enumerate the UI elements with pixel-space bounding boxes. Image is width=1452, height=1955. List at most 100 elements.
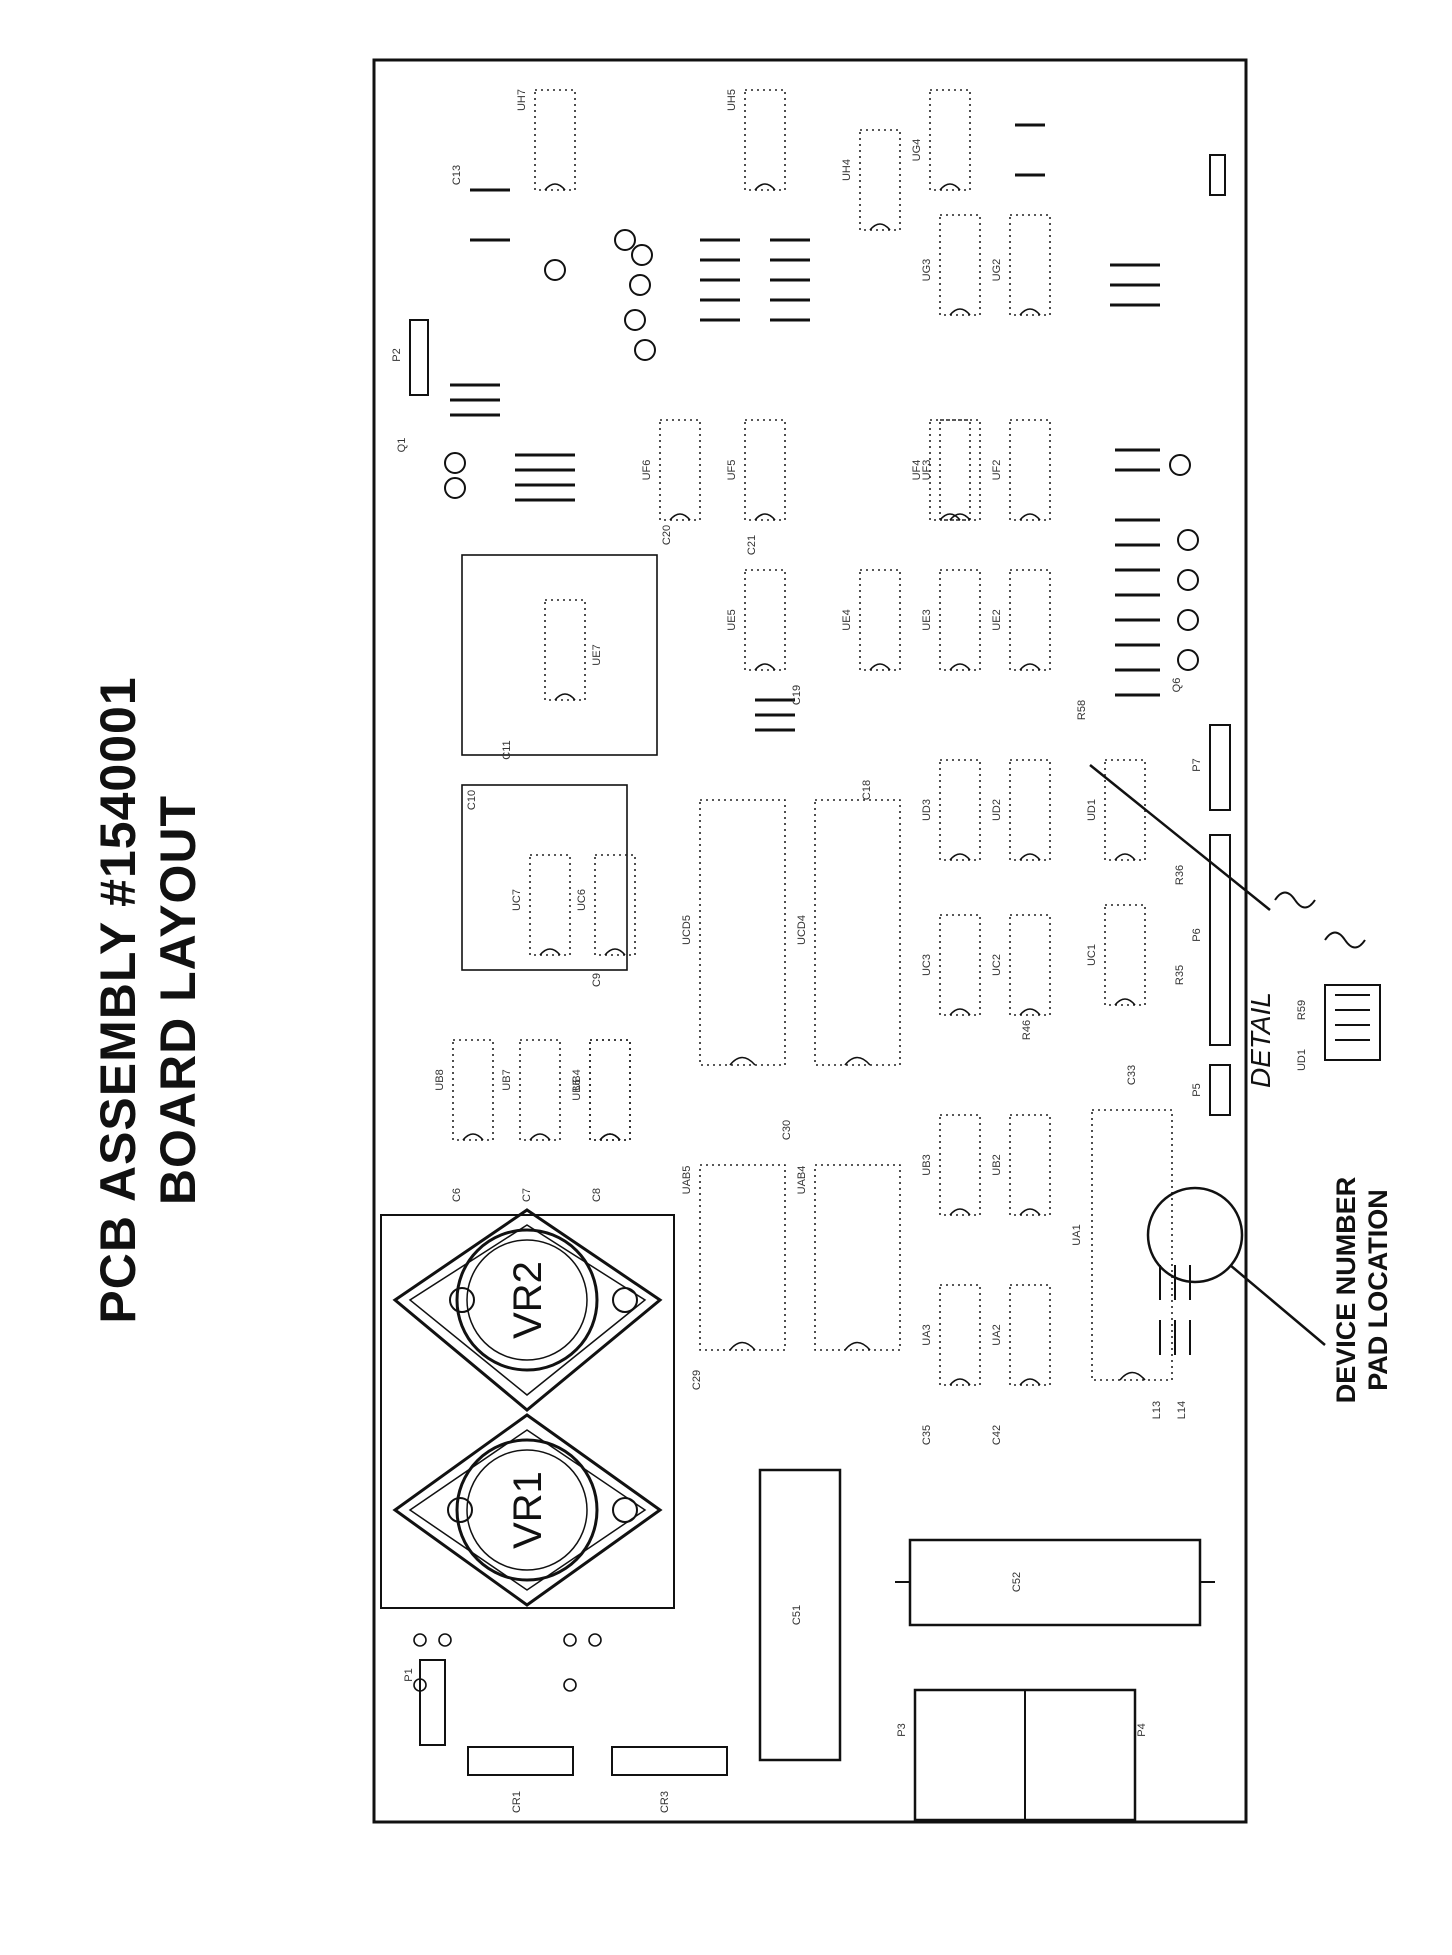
resistor-cluster-left [450,188,575,502]
ic-ub4: UB4 [571,1039,631,1141]
ic-uc1: UC1 [1086,904,1146,1006]
uh4-label: UH4 [841,159,853,181]
ic-ub3: UB3 [921,1114,981,1216]
ud2-label: UD2 [991,799,1003,821]
ud1-label: UD1 [1086,799,1098,821]
ic-ucd5: UCD5 [681,799,786,1066]
ic-ud3: UD3 [921,759,981,861]
resistor-cluster-mid [700,238,810,732]
ub2-label: UB2 [991,1154,1003,1175]
c29-label: C29 [691,1370,703,1390]
connector-p7: P7 [1191,724,1231,811]
ic-uf4: UF4 [911,419,971,521]
p2-label: P2 [391,348,403,361]
ic-ue7-region: UE7 C11 [461,554,658,760]
ic-ug3: UG3 [921,214,981,316]
r35-label: R35 [1174,965,1186,985]
device-pad-line2: PAD LOCATION [1363,1189,1393,1391]
ic-uf6: UF6 [641,419,701,521]
ic-uh4: UH4 [841,129,901,231]
uf6-label: UF6 [641,460,653,481]
r59-label: R59 [1296,1000,1308,1020]
transistor-row-right [1169,454,1199,671]
c19-label: C19 [791,685,803,705]
device-pad-line1: DEVICE NUMBER [1331,1177,1361,1404]
c7-label: C7 [521,1188,533,1202]
uf4-label: UF4 [911,460,923,481]
uc7-label: UC7 [511,889,523,911]
ic-uc2: UC2 [991,914,1051,1016]
uc3-label: UC3 [921,954,933,976]
ue7-label: UE7 [591,644,603,665]
c21-label: C21 [746,535,758,555]
regulator-vr1: VR1 [392,1413,663,1607]
c35-label: C35 [921,1425,933,1445]
ug3-label: UG3 [921,259,933,282]
c20-label: C20 [661,525,673,545]
ic-uf2: UF2 [991,419,1051,521]
q1-label: Q1 [396,438,408,453]
ucd5-label: UCD5 [681,915,693,945]
ic-ud1: UD1 [1086,759,1146,861]
p3-label: P3 [896,1723,908,1736]
uf3-label: UF3 [921,460,933,481]
device-pad-leader [1229,1264,1326,1346]
uf2-label: UF2 [991,460,1003,481]
ue2-label: UE2 [991,609,1003,630]
ug2-label: UG2 [991,259,1003,282]
connector-p6: P6 [1191,834,1231,1046]
r46-label: R46 [1021,1020,1033,1040]
ua3-label: UA3 [921,1324,933,1345]
c52-label: C52 [1011,1572,1023,1592]
inductor-strips [1159,1265,1191,1355]
cr1-label: CR1 [511,1791,523,1813]
uf5-label: UF5 [726,460,738,481]
detail-leader [1089,764,1271,911]
device-pad-callout: DEVICE NUMBER PAD LOCATION [1331,1177,1393,1404]
ua2-label: UA2 [991,1324,1003,1345]
uh5-label: UH5 [726,89,738,111]
uab4-label: UAB4 [796,1166,808,1195]
q6-label: Q6 [1171,678,1183,693]
ucd4-label: UCD4 [796,915,808,945]
uab5-label: UAB5 [681,1166,693,1195]
ic-ub7: UB7 [501,1039,561,1141]
connector-p5: P5 [1191,1064,1231,1116]
ic-ud2: UD2 [991,759,1051,861]
ic-uab4: UAB4 [796,1164,901,1351]
c51-label: C51 [791,1605,803,1625]
ud3-label: UD3 [921,799,933,821]
ic-uh5: UH5 [726,89,786,191]
p4-label: P4 [1136,1723,1148,1736]
device-pad-circle [1146,1186,1244,1284]
c18-label: C18 [861,780,873,800]
title-line1: PCB ASSEMBLY #1540001 [90,676,146,1323]
c10-label: C10 [466,790,478,810]
ub4-label: UB4 [571,1069,583,1090]
ic-uab5: UAB5 [681,1164,786,1351]
ic-ub2: UB2 [991,1114,1051,1216]
p7-label: P7 [1191,758,1203,771]
title-line2: BOARD LAYOUT [150,795,206,1205]
c6-label: C6 [451,1188,463,1202]
ic-ua2: UA2 [991,1284,1051,1386]
ub6-label: UB6 [571,1079,583,1100]
ue4-label: UE4 [841,609,853,630]
p5-label: P5 [1191,1083,1203,1096]
l13-label: L13 [1151,1401,1163,1419]
detail-label: DETAIL [1245,992,1276,1088]
ic-uf3: UF3 [921,419,981,521]
p6-label: P6 [1191,928,1203,941]
ue5-label: UE5 [726,609,738,630]
transistor-row-mid [444,229,656,499]
vr2-label: VR2 [506,1261,550,1339]
ic-uh7: UH7 [516,89,576,191]
ue3-label: UE3 [921,609,933,630]
c30-label: C30 [781,1120,793,1140]
ic-ue2: UE2 [991,569,1051,671]
ug4-label: UG4 [911,139,923,162]
c42-label: C42 [991,1425,1003,1445]
c9-label: C9 [591,973,603,987]
